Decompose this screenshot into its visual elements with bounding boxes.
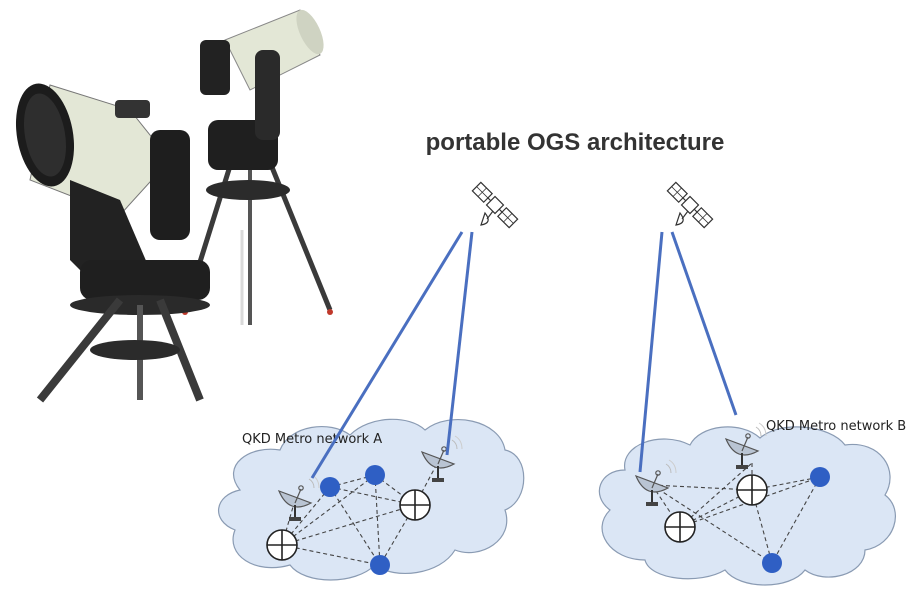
network-a-label: QKD Metro network A bbox=[242, 432, 382, 447]
network-b-cloud bbox=[598, 426, 896, 586]
trusted-node-icon bbox=[399, 489, 431, 521]
trusted-node-icon bbox=[736, 474, 768, 506]
telescope-front bbox=[15, 83, 210, 403]
satellite-icon bbox=[471, 181, 519, 229]
network-b: QKD Metro network B bbox=[598, 419, 906, 586]
network-b-label: QKD Metro network B bbox=[766, 419, 906, 434]
diagram-title: portable OGS architecture bbox=[426, 129, 725, 156]
trusted-node-icon bbox=[266, 529, 298, 561]
network-node bbox=[365, 465, 385, 485]
network-node bbox=[370, 555, 390, 575]
network-a: QKD Metro network A bbox=[217, 418, 525, 581]
network-node bbox=[320, 477, 340, 497]
network-node bbox=[762, 553, 782, 573]
telescope-back bbox=[182, 9, 333, 325]
trusted-node-icon bbox=[664, 511, 696, 543]
network-node bbox=[810, 467, 830, 487]
telescope-photo bbox=[15, 9, 333, 403]
satellite-icon bbox=[666, 181, 714, 229]
satellite-links bbox=[310, 231, 738, 479]
